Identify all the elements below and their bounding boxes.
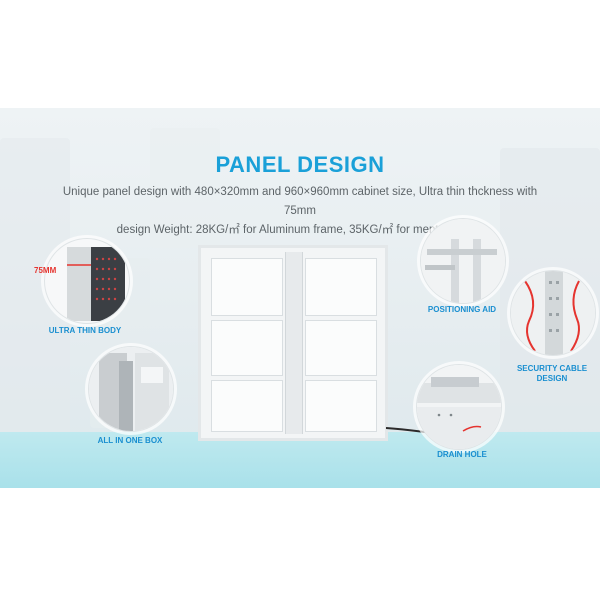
- cabinet-module: [211, 258, 283, 316]
- page-title: PANEL DESIGN: [215, 152, 385, 177]
- all-in-one-box-image: [88, 346, 174, 432]
- cabinet-center-rail: [285, 252, 303, 434]
- security-cable-label-line-1: SECURITY CABLE: [516, 364, 588, 373]
- cabinet-module: [305, 320, 377, 376]
- panel-design-banner: PANEL DESIGN Unique panel design with 48…: [0, 108, 600, 488]
- drain-hole-image: [416, 364, 502, 450]
- drain-hole-label: DRAIN HOLE: [437, 450, 487, 459]
- cabinet-back-image: [198, 245, 388, 441]
- background-building: [150, 128, 220, 248]
- security-cable-label: SECURITY CABLE DESIGN: [500, 364, 600, 384]
- ultra-thin-body-label: ULTRA THIN BODY: [48, 326, 122, 335]
- thickness-tag: 75MM: [34, 266, 57, 275]
- cabinet-module: [305, 258, 377, 316]
- security-cable-label-line-2: DESIGN: [536, 374, 568, 383]
- positioning-aid-image: [420, 218, 506, 304]
- description-line-2: design Weight: 28KG/㎡ for Aluminum frame…: [116, 224, 484, 236]
- cabinet-module: [211, 320, 283, 376]
- cabinet-module: [305, 380, 377, 432]
- ultra-thin-body-image: [44, 238, 130, 324]
- cabinet-module: [211, 380, 283, 432]
- security-cable-image: [510, 270, 596, 356]
- description-line-1: Unique panel design with 480×320mm and 9…: [62, 186, 538, 217]
- description: Unique panel design with 480×320mm and 9…: [60, 183, 540, 240]
- teal-band: [0, 432, 600, 488]
- all-in-one-box-label: ALL IN ONE BOX: [97, 436, 163, 445]
- positioning-aid-label: POSITIONING AID: [427, 305, 497, 314]
